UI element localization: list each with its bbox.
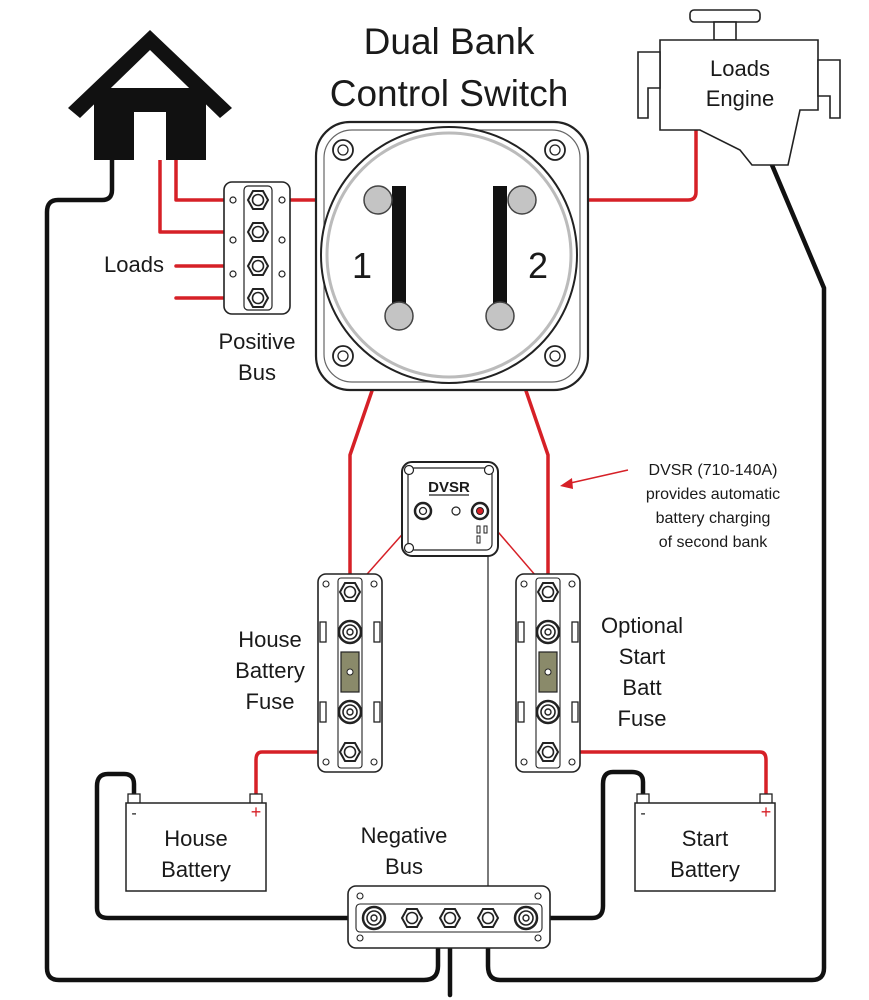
dvsr-note-line2: provides automatic [646,486,780,503]
negative-bus-stud [439,908,461,928]
switch-bar-2 [493,186,507,308]
switch-post-common-1 [363,185,393,215]
start-fuse-label-line1: Optional [601,613,683,638]
positive-bus [223,181,291,315]
start-fuse-to-battery-wire [546,750,768,802]
positive-bus-stud [247,256,269,276]
start-fuse-label-line4: Fuse [618,706,667,731]
mounting-hole [544,139,566,161]
positive-bus-stud [247,222,269,242]
negative-bus-stud [361,905,387,931]
negative-bus-stud [401,908,423,928]
house-fuse-label-line1: House [238,627,302,652]
positive-bus-label-line2: Bus [238,360,276,385]
dvsr-note-line1: DVSR (710-140A) [649,462,778,479]
switch-post-2 [485,301,515,331]
house-battery-positive: + [251,802,262,822]
switch-bar-1 [392,186,406,308]
dual-bank-switch: 1 2 [314,120,590,392]
switch-position-1: 1 [352,245,372,286]
negative-bus [347,885,551,949]
positive-bus-label-line1: Positive [218,329,295,354]
title-line2: Control Switch [330,73,569,114]
engine-ground-wire [485,162,827,983]
start-battery-negative: - [640,805,645,822]
negative-wires [44,157,827,998]
house-fuse-label-line3: Fuse [246,689,295,714]
title-line1: Dual Bank [364,21,535,62]
start-battery-label-line2: Battery [670,857,740,882]
negative-bus-label-line1: Negative [361,823,448,848]
house-icon [68,30,232,160]
start-fuse-label-line3: Batt [622,675,661,700]
engine-label-line2: Engine [706,86,775,111]
house-battery-fuse [317,573,383,773]
mounting-hole [544,345,566,367]
negative-bus-label-line2: Bus [385,854,423,879]
house-battery-negative: - [131,805,136,822]
start-battery-label-line1: Start [682,826,728,851]
house-battery-label-line2: Battery [161,857,231,882]
house-battery-label-line1: House [164,826,228,851]
dvsr-note-line4: of second bank [659,534,769,551]
dvsr-badge: DVSR [428,479,470,496]
dvsr-note: DVSR (710-140A) provides automatic batte… [646,462,780,551]
positive-bus-stud [247,288,269,308]
house-fuse-to-battery-wire [254,750,352,802]
start-fuse-label-line2: Start [619,644,665,669]
positive-bus-stud [247,190,269,210]
house-battery-negative-wire [94,771,377,921]
switch-post-1 [384,301,414,331]
start-battery-negative-wire [525,769,646,921]
negative-bus-stud [513,905,539,931]
mounting-hole [332,139,354,161]
dvsr-relay: DVSR [401,461,499,557]
dvsr-callout-arrow [565,469,629,485]
start-battery-fuse [515,573,581,773]
start-battery-positive: + [761,802,772,822]
house-battery: - + House Battery [125,793,267,892]
house-ground-wire [44,157,441,983]
switch-post-common-2 [507,185,537,215]
loads-label: Loads [104,252,164,277]
mounting-hole [332,345,354,367]
switch-to-engine-wire [520,128,698,202]
switch-position-2: 2 [528,245,548,286]
house-fuse-label-line2: Battery [235,658,305,683]
engine-label-line1: Loads [710,56,770,81]
engine-icon: Loads Engine [637,9,841,166]
dvsr-note-line3: battery charging [656,510,771,527]
start-battery: - + Start Battery [634,793,776,892]
negative-bus-stud [477,908,499,928]
